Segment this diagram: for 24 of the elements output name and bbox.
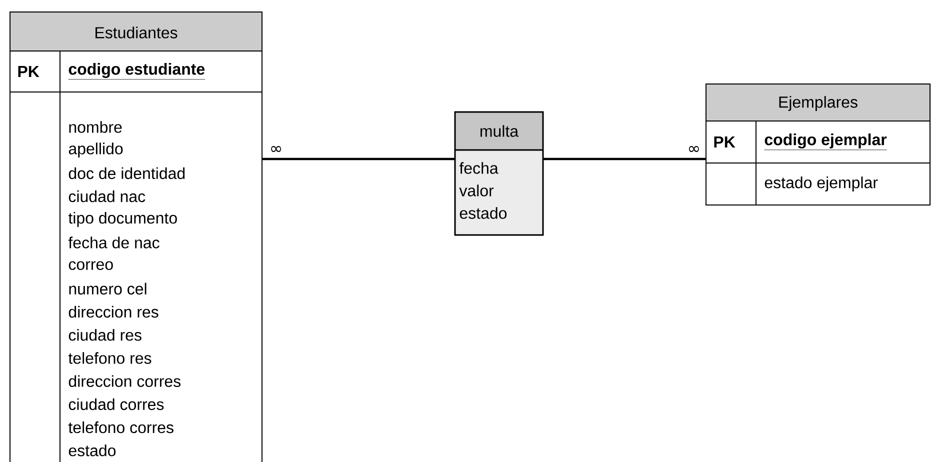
node-label: doc de identidad [68,167,185,180]
node-label: ciudad nac [68,190,146,202]
node-label: tipo documento [68,212,177,227]
node-label: telefono res [68,352,152,364]
node-label: correo [68,261,113,270]
node-label: codigo estudiante [68,63,205,78]
node-label: apellido [68,142,123,158]
connector-line [543,158,706,160]
node-label: fecha de nac [68,236,160,248]
node-label: estado [68,444,116,456]
node-label: numero cel [69,282,146,295]
node-label: ciudad res [68,329,142,341]
node-label: direccion corres [68,375,181,387]
node-label: telefono corres [68,421,174,434]
node-label: direccion res [68,306,158,318]
node-label: PK [18,66,40,77]
connector-line [262,158,455,160]
node-label: nombre [69,121,122,133]
cardinality-label: ∞ [268,145,284,155]
entity-table: Estudiantes PK codigo estudiante nombre apellido doc de identidad ciudad nac tipo documento fecha de nac correo numero cel direccion res ciudad res telefono res direccion corres ciudad corres telefono corres estado [10,12,262,462]
node-label: ciudad corres [68,398,164,410]
association-box: multa fecha valor estado [454,111,544,236]
entity-table: Ejemplares PK codigo ejemplar estado ejemplar [706,84,930,206]
cardinality-label: ∞ [686,145,702,155]
